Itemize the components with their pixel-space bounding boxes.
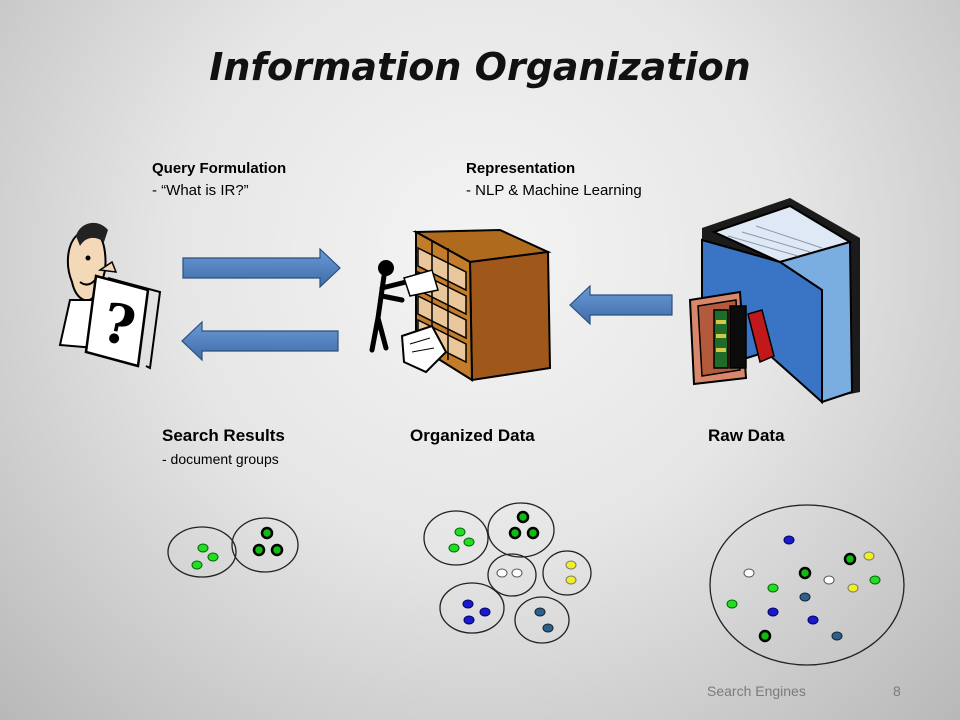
search-results-label: Search Results: [162, 426, 285, 445]
cluster-org-5: [439, 582, 505, 634]
cluster-org-1: [423, 510, 489, 566]
arrow-right-query: [182, 247, 341, 289]
cluster-org-3: [487, 553, 537, 597]
representation-label: Representation - NLP & Machine Learning: [466, 158, 642, 202]
organized-data-label: Organized Data: [410, 426, 535, 445]
query-formulation-heading: Query Formulation: [152, 160, 287, 177]
cluster-org-6: [514, 596, 570, 644]
filing-cabinet-person-icon: [369, 228, 552, 382]
footer-course: Search Engines: [707, 683, 806, 699]
footer-page-number: 8: [893, 683, 901, 699]
search-results-detail: - document groups: [162, 451, 279, 467]
cluster-search-2: [231, 517, 299, 573]
arrow-left-representation: [569, 284, 673, 326]
raw-data-label: Raw Data: [708, 426, 785, 445]
book-library-icon: [688, 198, 860, 405]
representation-heading: Representation: [466, 160, 576, 177]
query-formulation-label: Query Formulation - “What is IR?”: [152, 158, 286, 202]
cluster-org-2: [487, 502, 555, 558]
representation-detail: - NLP & Machine Learning: [466, 182, 642, 199]
query-formulation-detail: - “What is IR?”: [152, 182, 249, 199]
slide-title: Information Organization: [209, 45, 751, 89]
arrow-left-results: [181, 320, 339, 362]
cluster-dots: [191, 510, 881, 643]
question-person-icon: ?: [58, 222, 162, 370]
cluster-search-1: [167, 526, 237, 578]
cluster-org-4: [542, 550, 592, 596]
cluster-raw: [709, 504, 905, 666]
